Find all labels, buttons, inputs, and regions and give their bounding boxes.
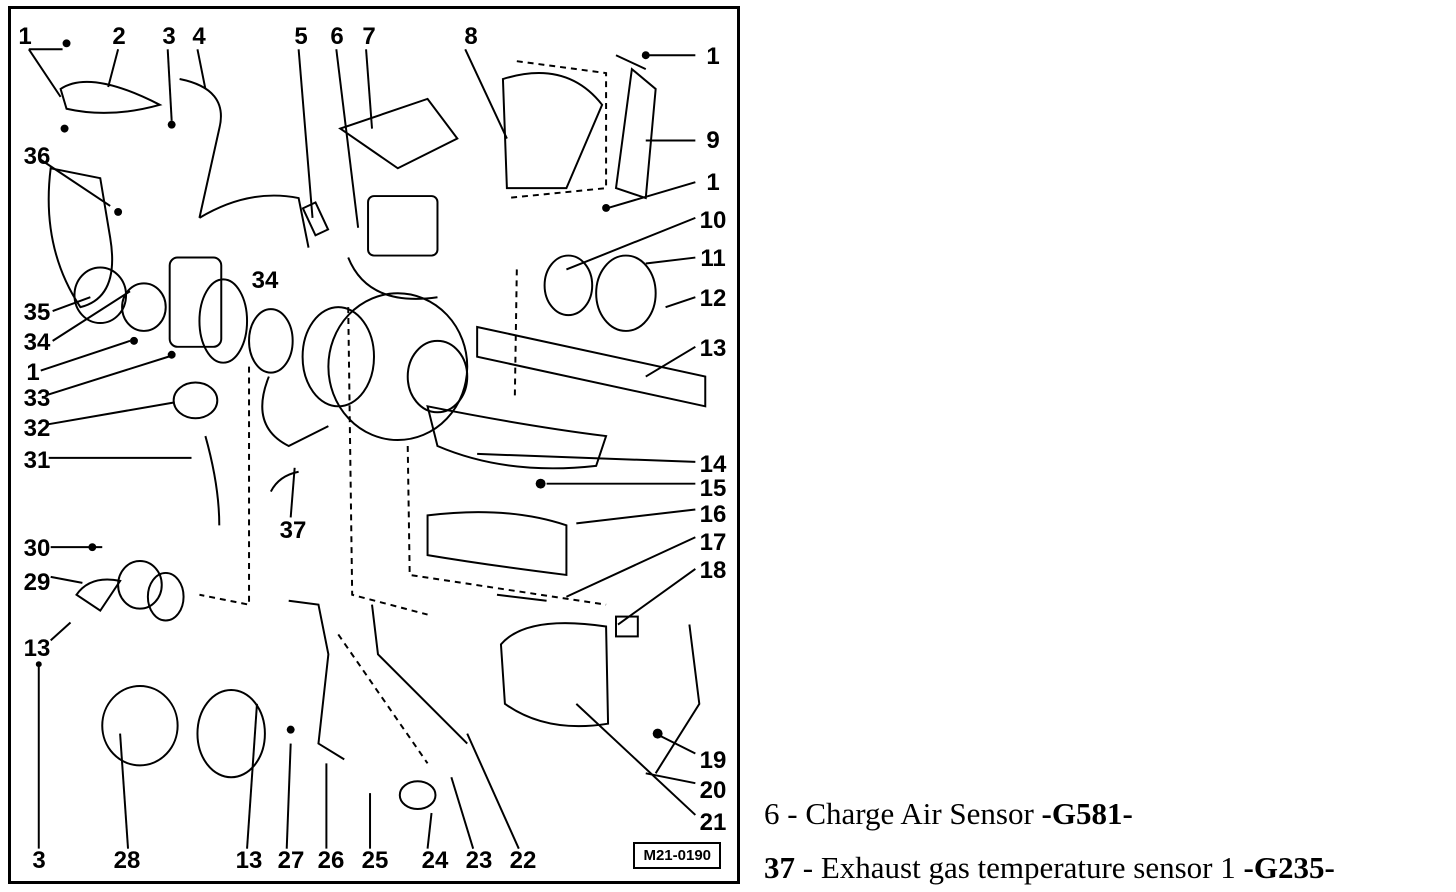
callout-number: 31 — [23, 447, 51, 474]
callout-number: 26 — [317, 847, 345, 874]
callout-number: 30 — [23, 535, 51, 562]
callout-number: 17 — [699, 529, 727, 556]
callout-number: 33 — [23, 385, 51, 412]
callout-number: 34 — [251, 267, 279, 294]
legend-text: Charge Air Sensor — [805, 796, 1042, 831]
legend-number: 6 — [764, 796, 780, 831]
callout-number: 10 — [699, 207, 727, 234]
callout-number: 36 — [23, 143, 51, 170]
callout-number: 20 — [699, 777, 727, 804]
exploded-parts-diagram: 1 2 3 4 5 6 7 8 1 9 36 1 10 11 12 35 34 … — [8, 6, 740, 884]
callout-number: 1 — [706, 169, 720, 196]
callout-number: 32 — [23, 415, 51, 442]
callout-number: 8 — [464, 23, 478, 50]
callout-number: 27 — [277, 847, 305, 874]
callout-number: 4 — [192, 23, 206, 50]
callout-number: 3 — [162, 23, 176, 50]
callout-number: 6 — [330, 23, 344, 50]
callout-number: 19 — [699, 747, 727, 774]
callout-number: 29 — [23, 569, 51, 596]
legend-separator: - — [779, 796, 806, 831]
callout-number: 28 — [113, 847, 141, 874]
callout-number: 9 — [706, 127, 720, 154]
callout-number: 16 — [699, 501, 727, 528]
legend-code: -G235- — [1243, 850, 1335, 885]
callout-number: 24 — [421, 847, 449, 874]
callout-number: 34 — [23, 329, 51, 356]
callout-number: 1 — [18, 23, 32, 50]
callout-number: 1 — [26, 359, 40, 386]
callout-number: 12 — [699, 285, 727, 312]
callout-number: 25 — [361, 847, 389, 874]
callout-number: 37 — [279, 517, 307, 544]
callout-number: 35 — [23, 299, 51, 326]
callout-number: 11 — [700, 245, 726, 272]
callout-number: 2 — [112, 23, 126, 50]
callout-number: 3 — [32, 847, 46, 874]
legend-entry: 37 - Exhaust gas temperature sensor 1 -G… — [764, 850, 1335, 886]
callout-number: 13 — [699, 335, 727, 362]
callout-number: 21 — [699, 809, 727, 836]
callout-number: 22 — [509, 847, 537, 874]
turbocharger-assembly-drawing — [28, 39, 707, 850]
callout-number: 5 — [294, 23, 308, 50]
callout-number: 13 — [235, 847, 263, 874]
legend-code: -G581- — [1041, 796, 1133, 831]
legend-entry: 6 - Charge Air Sensor -G581- — [764, 796, 1133, 832]
callout-number: 15 — [699, 475, 727, 502]
legend-separator: - — [795, 850, 821, 885]
callout-number: 18 — [699, 557, 727, 584]
callout-number: 14 — [699, 451, 727, 478]
figure-reference-code: M21-0190 — [633, 842, 721, 869]
callout-number: 23 — [465, 847, 493, 874]
callout-number: 13 — [23, 635, 51, 662]
legend-number: 37 — [764, 850, 795, 885]
callout-number: 1 — [706, 43, 720, 70]
callout-number: 7 — [362, 23, 376, 50]
legend-text: Exhaust gas temperature sensor 1 — [820, 850, 1244, 885]
